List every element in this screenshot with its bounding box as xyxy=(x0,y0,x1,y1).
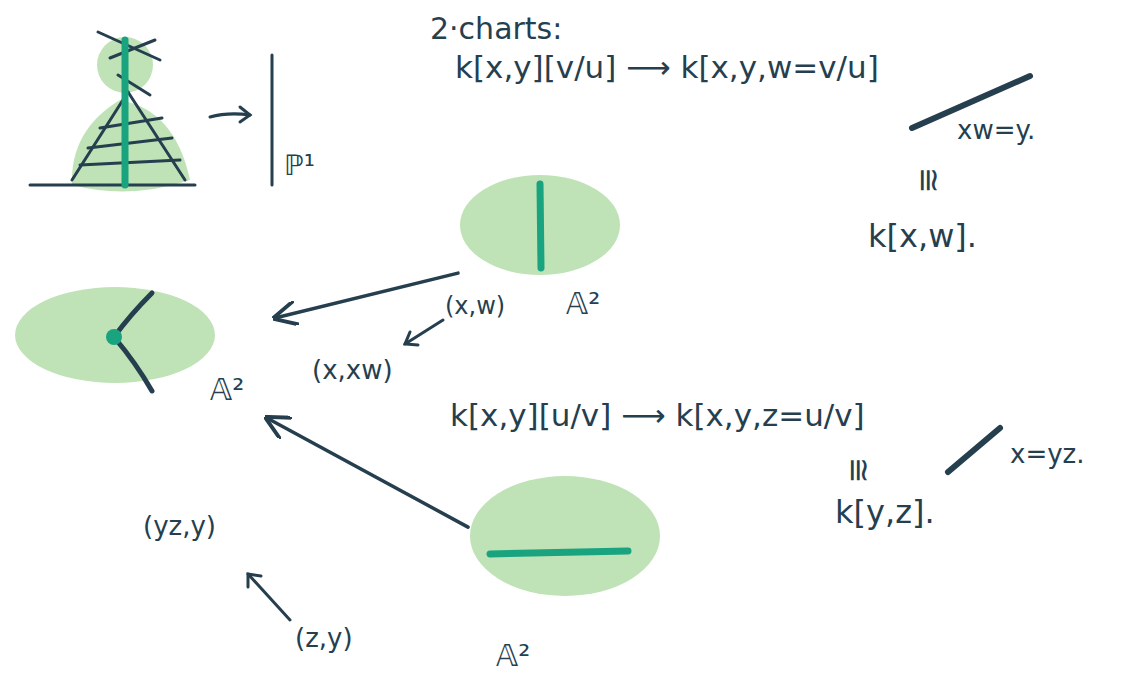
math-label: 2·charts: xyxy=(430,12,562,47)
projection-arrow xyxy=(210,55,272,185)
map-arrow xyxy=(275,273,458,318)
math-label: (x,w) xyxy=(445,293,505,321)
hatch-line xyxy=(98,32,160,60)
hatch-line xyxy=(110,40,155,58)
math-label: (yz,y) xyxy=(143,512,216,542)
p1-line xyxy=(271,55,274,185)
origin-point xyxy=(106,329,122,345)
space-label: 𝔸² xyxy=(210,373,244,408)
space-label: 𝔸² xyxy=(566,287,600,322)
arrow-line xyxy=(210,114,250,117)
math-text: (x,xw) xyxy=(312,356,393,386)
math-label: k[x,y][u/v] ⟶ k[x,y,z=u/v] xyxy=(450,398,865,434)
math-text: k[y,z]. xyxy=(835,494,935,531)
math-label: k[y,z]. xyxy=(835,494,935,531)
chart-blob: 𝔸² xyxy=(10,283,275,418)
slash xyxy=(948,428,1000,472)
math-text: ≅ xyxy=(910,167,947,194)
base-line xyxy=(30,184,195,187)
math-text: (x,w) xyxy=(445,293,505,321)
math-text: (z,y) xyxy=(295,624,353,654)
chart-blob: 𝔸² xyxy=(468,474,663,686)
math-label: (x,xw) xyxy=(312,356,393,386)
green-blob xyxy=(15,287,215,383)
math-label: x=yz. xyxy=(1010,440,1084,470)
math-text: 2·charts: xyxy=(430,12,562,47)
math-label: k[x,w]. xyxy=(868,218,977,255)
hatch-line xyxy=(100,118,162,128)
blowup-sketch xyxy=(30,32,195,191)
arrow-head xyxy=(248,574,261,587)
math-text: (yz,y) xyxy=(143,512,216,542)
space-label: 𝔸² xyxy=(496,639,530,674)
arrow-line xyxy=(405,320,443,344)
map-arrows xyxy=(248,320,443,620)
exceptional-line xyxy=(122,40,129,185)
arrow-head xyxy=(240,107,250,122)
math-text: ≅ xyxy=(840,457,877,484)
math-label: xw=y. xyxy=(957,116,1035,146)
exceptional-line xyxy=(540,184,541,268)
green-blob xyxy=(460,175,620,275)
math-text: k[x,w]. xyxy=(868,218,977,255)
math-label: (z,y) xyxy=(295,624,353,654)
green-blob xyxy=(72,100,190,191)
math-label: ≅ xyxy=(915,162,942,199)
arrow-line xyxy=(248,574,290,620)
math-label: ℙ¹ xyxy=(284,150,315,182)
math-text: k[x,y][u/v] ⟶ k[x,y,z=u/v] xyxy=(450,398,865,434)
hatch-line xyxy=(72,92,128,180)
math-text: x=yz. xyxy=(1010,440,1084,470)
math-text: k[x,y][v/u] ⟶ k[x,y,w=v/u] xyxy=(455,50,879,86)
math-text: ℙ¹ xyxy=(284,150,315,182)
map-arrow xyxy=(267,418,468,527)
hatch-line xyxy=(128,92,185,180)
math-label: k[x,y][v/u] ⟶ k[x,y,w=v/u] xyxy=(455,50,879,86)
hatch-line xyxy=(80,160,180,165)
arrow-head xyxy=(405,332,418,345)
math-text: xw=y. xyxy=(957,116,1035,146)
math-label: ≅ xyxy=(845,452,872,489)
exceptional-line xyxy=(490,551,628,554)
green-blob xyxy=(470,476,660,596)
hatch-line xyxy=(88,138,172,148)
